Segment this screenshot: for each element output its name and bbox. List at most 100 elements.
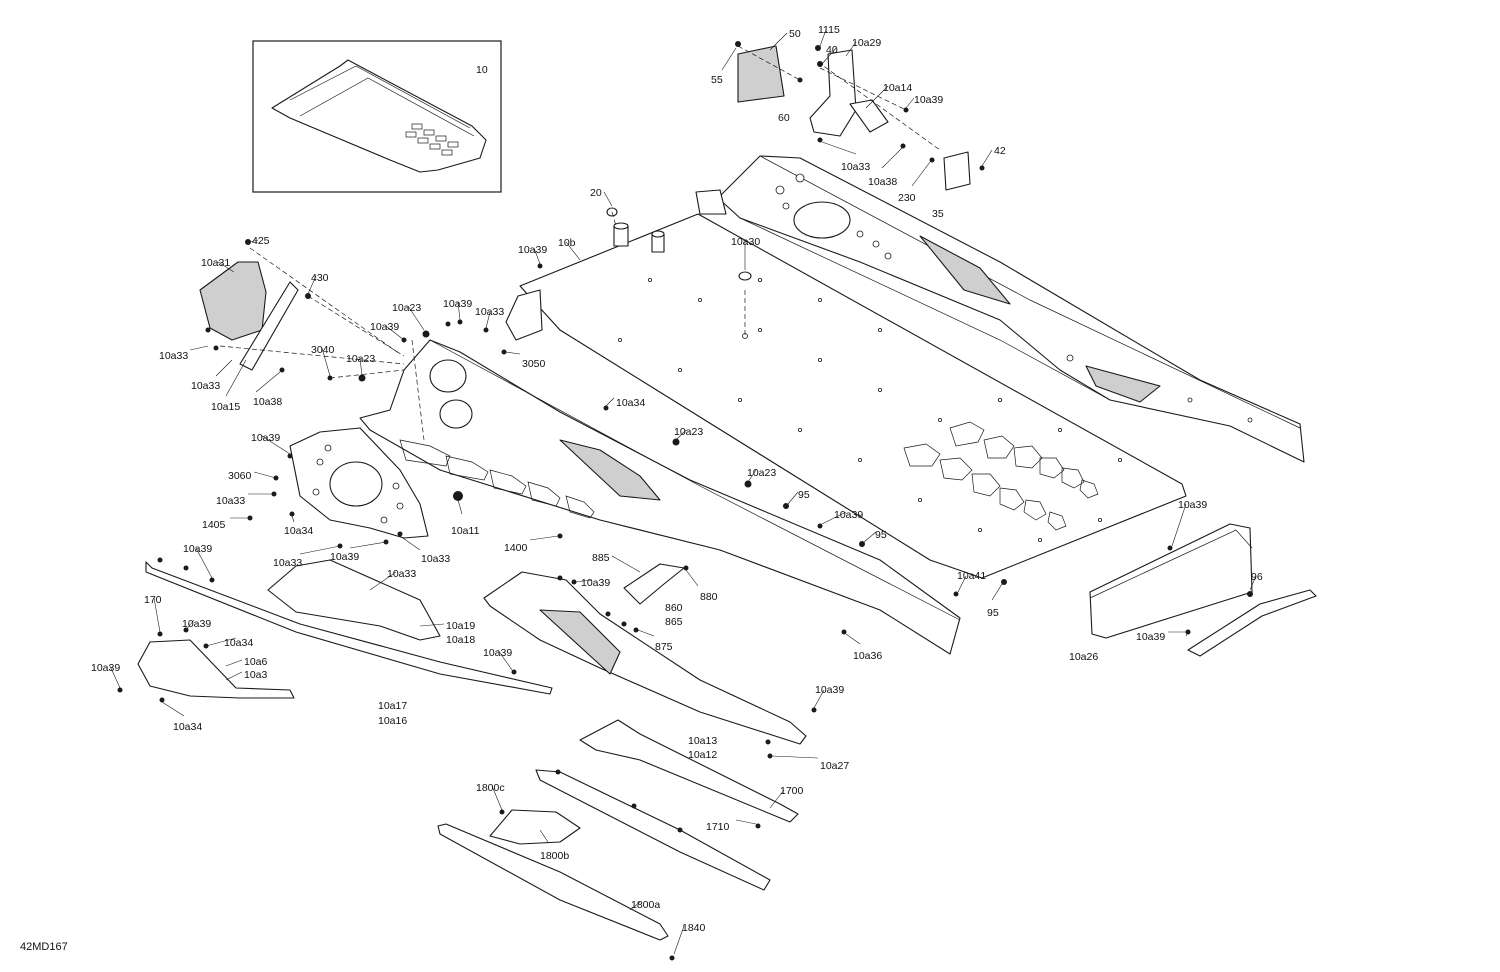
part-callout-20: 20: [590, 187, 602, 199]
front-bracket-10a31: [199, 261, 267, 341]
inset-cutouts: [405, 123, 459, 156]
part-callout-10a39: 10a39: [581, 577, 610, 589]
part-callout-865: 865: [665, 616, 683, 628]
part-callout-10a23: 10a23: [392, 302, 421, 314]
part-callout-430: 430: [311, 272, 329, 284]
part-callout-10a23: 10a23: [674, 426, 703, 438]
part-callout-10a33: 10a33: [387, 568, 416, 580]
part-callout-10a14: 10a14: [883, 82, 912, 94]
part-callout-55: 55: [711, 74, 723, 86]
tunnel-holes: [618, 277, 1123, 543]
left-rail-windows: [399, 439, 595, 519]
left-rail-opening-2: [439, 399, 473, 429]
leader-lines: [109, 29, 1257, 955]
left-side-rail: [359, 339, 961, 655]
part-callout-875: 875: [655, 641, 673, 653]
part-callout-1800c: 1800c: [476, 782, 505, 794]
bracket-10a29: [809, 49, 857, 137]
part-callout-170: 170: [144, 594, 162, 606]
part-callout-1700: 1700: [780, 785, 804, 797]
runner-1700: [579, 719, 799, 823]
right-rail-front-tab: [695, 189, 727, 215]
right-rail-cutout-rear: [1085, 365, 1161, 403]
part-callout-1840: 1840: [682, 922, 706, 934]
part-callout-1710: 1710: [706, 821, 730, 833]
part-callout-10a23: 10a23: [747, 467, 776, 479]
part-callout-10a36: 10a36: [853, 650, 882, 662]
runner-1800a: [437, 823, 669, 941]
part-callout-10a23: 10a23: [346, 353, 375, 365]
part-callout-10a30: 10a30: [731, 236, 760, 248]
part-callout-10a13: 10a13: [688, 735, 717, 747]
cross-member-edge: [1089, 529, 1253, 599]
tunnel-cutouts: [903, 421, 1099, 531]
tunnel-pillars: [606, 207, 752, 281]
part-callout-425: 425: [252, 235, 270, 247]
front-strut-10a15: [239, 281, 299, 371]
bracket-plate-50: [737, 45, 785, 103]
part-callout-1800b: 1800b: [540, 850, 569, 862]
right-rail-cutout: [919, 235, 1011, 305]
part-callout-10a16: 10a16: [378, 715, 407, 727]
part-callout-3060: 3060: [228, 470, 252, 482]
part-callout-95: 95: [987, 607, 999, 619]
runner-1800c: [535, 769, 771, 891]
part-callout-10a39: 10a39: [251, 432, 280, 444]
rear-bracket-96: [1187, 589, 1317, 657]
left-rail-top-edge: [429, 339, 961, 621]
part-callout-10a39: 10a39: [330, 551, 359, 563]
part-callout-95: 95: [798, 489, 810, 501]
document-id: 42MD167: [20, 941, 68, 953]
bracket-35: [943, 151, 971, 191]
part-callout-10a33: 10a33: [191, 380, 220, 392]
inset-overview: [252, 40, 502, 193]
bracket-1800b: [489, 809, 581, 845]
part-callout-42: 42: [994, 145, 1006, 157]
part-callout-10a39: 10a39: [91, 662, 120, 674]
part-callout-10a39: 10a39: [914, 94, 943, 106]
part-callout-10a39: 10a39: [183, 543, 212, 555]
running-board-cutout: [539, 609, 621, 675]
drive-plate-opening: [329, 461, 383, 507]
part-callout-10a39: 10a39: [1178, 499, 1207, 511]
mount-10a3: [137, 639, 295, 699]
part-callout-1405: 1405: [202, 519, 226, 531]
bracket-10a14: [849, 99, 889, 133]
front-plate-bracket: [505, 289, 543, 341]
part-callout-10a33: 10a33: [216, 495, 245, 507]
part-callout-10a34: 10a34: [616, 397, 645, 409]
part-callout-50: 50: [789, 28, 801, 40]
right-rail-drive-opening: [793, 201, 851, 239]
part-callout-10a34: 10a34: [173, 721, 202, 733]
part-callout-10a39: 10a39: [1136, 631, 1165, 643]
inset-chassis-edge: [289, 65, 471, 129]
right-rail-top-edge: [759, 155, 1301, 429]
part-callout-10b: 10b: [558, 237, 576, 249]
part-callout-10a33: 10a33: [421, 553, 450, 565]
part-callout-10a34: 10a34: [284, 525, 313, 537]
part-callout-10a3: 10a3: [244, 669, 268, 681]
part-callout-10: 10: [476, 64, 488, 76]
part-callout-10a18: 10a18: [446, 634, 475, 646]
fasteners: [117, 41, 1253, 961]
part-callout-95: 95: [875, 529, 887, 541]
part-callout-10a41: 10a41: [957, 570, 986, 582]
part-callout-10a31: 10a31: [201, 257, 230, 269]
part-callout-10a33: 10a33: [475, 306, 504, 318]
part-callout-40: 40: [826, 44, 838, 56]
left-rail-opening-1: [429, 359, 467, 393]
part-callout-60: 60: [778, 112, 790, 124]
part-callout-230: 230: [898, 192, 916, 204]
part-callout-10a39: 10a39: [518, 244, 547, 256]
right-rail-holes: [775, 173, 1253, 423]
part-callout-3050: 3050: [522, 358, 546, 370]
part-callout-10a39: 10a39: [443, 298, 472, 310]
part-callout-10a39: 10a39: [834, 509, 863, 521]
part-callout-10a27: 10a27: [820, 760, 849, 772]
part-callout-96: 96: [1251, 571, 1263, 583]
part-callout-10a6: 10a6: [244, 656, 268, 668]
part-callout-1800a: 1800a: [631, 899, 660, 911]
part-callout-10a33: 10a33: [159, 350, 188, 362]
part-callout-35: 35: [932, 208, 944, 220]
